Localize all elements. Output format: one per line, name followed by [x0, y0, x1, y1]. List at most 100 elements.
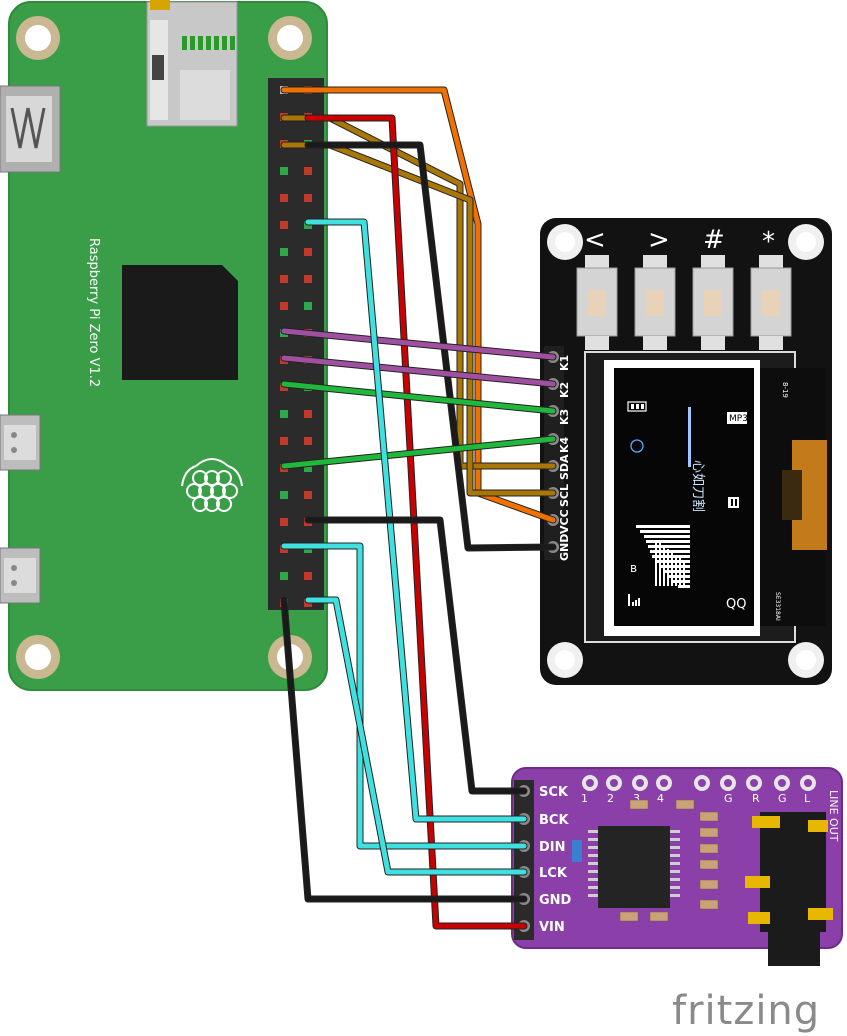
gpio-pin: [304, 410, 312, 418]
tactile-button[interactable]: [750, 255, 792, 350]
mini-hdmi-port: [0, 85, 61, 173]
spectrum-bar: [671, 552, 673, 586]
dac-top-label: 1: [581, 792, 588, 805]
spectrum-bar: [663, 546, 665, 586]
spectrum-bar: [644, 535, 690, 538]
side-text: 8-19: [781, 382, 789, 398]
gpio-pin: [280, 248, 288, 256]
gpio-pin: [280, 221, 288, 229]
dac-top-label: G: [778, 792, 787, 805]
cpu-chip: [122, 265, 238, 380]
spectrum-bar: [646, 540, 690, 543]
tactile-button[interactable]: [634, 255, 676, 350]
pause-icon: [728, 497, 739, 508]
dac-pin-label: BCK: [539, 813, 569, 828]
key-label-prev: <: [584, 225, 606, 255]
dac-pin-label: SCK: [539, 785, 569, 800]
raspberry-pi-zero-board: Raspberry Pi Zero V1.2: [0, 0, 328, 691]
gpio-pin: [280, 437, 288, 445]
spectrum-bar: [675, 555, 677, 586]
spectrum-bar: [679, 558, 681, 586]
wire-3v3-to-oled-vcc[interactable]: [281, 87, 556, 523]
tactile-button[interactable]: [576, 255, 618, 350]
micro-usb-port: [0, 414, 41, 471]
gpio-pin: [304, 437, 312, 445]
signal-icon: [628, 594, 640, 606]
fritzing-logo: fritzing: [672, 988, 820, 1034]
wire-din-to-lck[interactable]: [305, 597, 527, 875]
gpio-pin: [304, 248, 312, 256]
gpio-pin: [280, 518, 288, 526]
gpio-pin: [280, 410, 288, 418]
spectrum-bar: [648, 545, 690, 548]
oled-pin-label: K3: [558, 409, 571, 425]
micro-usb-port: [0, 547, 41, 604]
dac-pin-label: GND: [539, 893, 572, 908]
gpio-pin: [304, 491, 312, 499]
mp3-badge: MP3: [729, 414, 748, 424]
dac-ic-chip: [588, 826, 680, 908]
dac-pin-label: VIN: [539, 920, 565, 935]
line-out-label: LINE OUT: [827, 790, 840, 842]
gpio-pin: [280, 275, 288, 283]
qq-label: QQ: [726, 597, 746, 612]
gpio-pin: [280, 491, 288, 499]
dac-top-label: R: [752, 792, 760, 805]
spectrum-bar: [636, 525, 690, 528]
side-text: SE3318AI: [774, 592, 781, 621]
wires: [280, 86, 557, 930]
gpio-pin: [280, 572, 288, 580]
wire-k4[interactable]: [281, 436, 556, 469]
oled-pin-label: K1: [558, 355, 571, 371]
wire-gnd-to-sck[interactable]: [305, 517, 527, 794]
board-label: Raspberry Pi Zero V1.2: [86, 238, 101, 387]
spectrum-bar: [659, 543, 661, 586]
key-label-next: >: [648, 225, 670, 255]
sd-card-slot: [146, 0, 238, 127]
dac-top-label: L: [804, 792, 811, 805]
bluetooth-icon: ʙ: [630, 561, 637, 575]
gpio-pin: [304, 194, 312, 202]
gpio-pin: [304, 302, 312, 310]
gpio-pin: [304, 464, 312, 472]
battery-icon: [627, 401, 647, 412]
wire-k1[interactable]: [281, 328, 556, 360]
gpio-header: [268, 78, 324, 610]
dac-top-label: G: [724, 792, 733, 805]
screen-content: MP3 心如刀割 ʙ QQ: [627, 401, 748, 612]
gpio-pin: [280, 302, 288, 310]
tactile-button[interactable]: [692, 255, 734, 350]
dac-pin-label: LCK: [539, 866, 568, 881]
dac-top-label: 2: [607, 792, 614, 805]
oled-pin-label: VCC: [558, 509, 571, 534]
oled-pin-label: K2: [558, 382, 571, 398]
spectrum-bar: [655, 540, 657, 586]
oled-pin-label: SDA: [558, 454, 571, 480]
key-label-star: *: [762, 227, 775, 257]
wire-k2[interactable]: [281, 355, 556, 387]
audio-jack: [745, 812, 833, 966]
oled-pin-label: K4: [558, 436, 571, 453]
timer-icon: [630, 439, 644, 453]
wire-k3[interactable]: [281, 381, 556, 414]
gpio-pin: [304, 572, 312, 580]
spectrum-bar: [683, 561, 685, 586]
key-label-hash: #: [703, 225, 725, 255]
wire-din-to-lck-outline: [304, 596, 528, 876]
wire-gnd-to-dac-gnd[interactable]: [281, 597, 527, 902]
spectrum-bar: [667, 549, 669, 586]
gpio-pin: [304, 275, 312, 283]
dac-top-label: 4: [657, 792, 664, 805]
spectrum-bar: [640, 530, 690, 533]
oled-pin-label: SCL: [558, 484, 571, 507]
spectrum-bar: [650, 550, 690, 553]
gpio-pin: [280, 167, 288, 175]
dac-pin-label: DIN: [539, 840, 566, 855]
oled-display-module: < > # * 8-19 SE3318AI MP3: [540, 218, 832, 685]
song-title: 心如刀割: [690, 460, 706, 512]
gpio-pin: [280, 194, 288, 202]
wire-lck-to-din[interactable]: [281, 543, 527, 849]
gpio-pin: [304, 167, 312, 175]
